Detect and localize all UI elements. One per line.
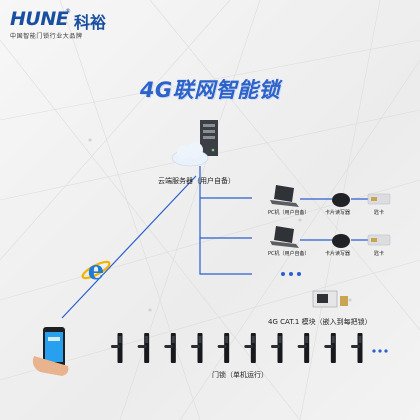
logo-wordmark: HUNE <box>10 8 69 30</box>
server-label: 云端服务器（用户自备） <box>158 177 235 185</box>
door-lock-icon <box>351 333 363 363</box>
reader-label: 卡片读写器 <box>325 210 351 216</box>
pc-label: PC机（用户自备） <box>268 210 310 216</box>
door-lock-icon <box>244 333 256 363</box>
door-lock-icon <box>191 333 203 363</box>
cloud-icon <box>171 142 209 167</box>
laptop-icon <box>270 226 299 248</box>
brand-logo: HUNE ® 科裕 中国智能门锁行业大品牌 <box>10 8 150 42</box>
pc-label: PC机（用户自备） <box>268 251 310 257</box>
card-reader-icon <box>332 234 350 248</box>
door-lock-icon <box>137 333 150 363</box>
smartphone-icon <box>32 327 69 376</box>
ellipsis-icon <box>372 349 388 353</box>
card-label: 匙卡 <box>374 251 385 257</box>
page-title: 4G联网智能锁 <box>139 78 281 102</box>
door-lock-icon <box>324 333 336 363</box>
locks-label: 门锁（单机运行） <box>212 371 268 379</box>
svg-text:e: e <box>88 256 105 286</box>
laptop-icon <box>270 185 299 207</box>
logo-chinese-name: 科裕 <box>74 13 107 32</box>
logo-registered-mark: ® <box>65 8 71 15</box>
card-reader-icon <box>332 193 350 207</box>
ellipsis-icon <box>281 272 301 276</box>
4g-module-icon <box>312 290 348 308</box>
door-lock-icon <box>111 333 123 363</box>
key-card-icon <box>367 234 391 246</box>
server-icon <box>200 120 218 156</box>
module-label: 4G CAT.1 模块（嵌入到每把锁） <box>268 318 372 326</box>
door-lock-icon <box>217 333 230 363</box>
door-lock-icon <box>297 333 310 363</box>
door-locks <box>111 333 363 363</box>
door-lock-icon <box>164 333 176 363</box>
card-label: 匙卡 <box>374 210 385 216</box>
door-lock-icon <box>271 333 283 363</box>
key-card-icon <box>367 193 391 205</box>
brand-slogan: 中国智能门锁行业大品牌 <box>10 33 83 40</box>
reader-label: 卡片读写器 <box>325 251 351 257</box>
connection-lines <box>61 166 368 319</box>
ie-icon: e <box>81 256 111 286</box>
